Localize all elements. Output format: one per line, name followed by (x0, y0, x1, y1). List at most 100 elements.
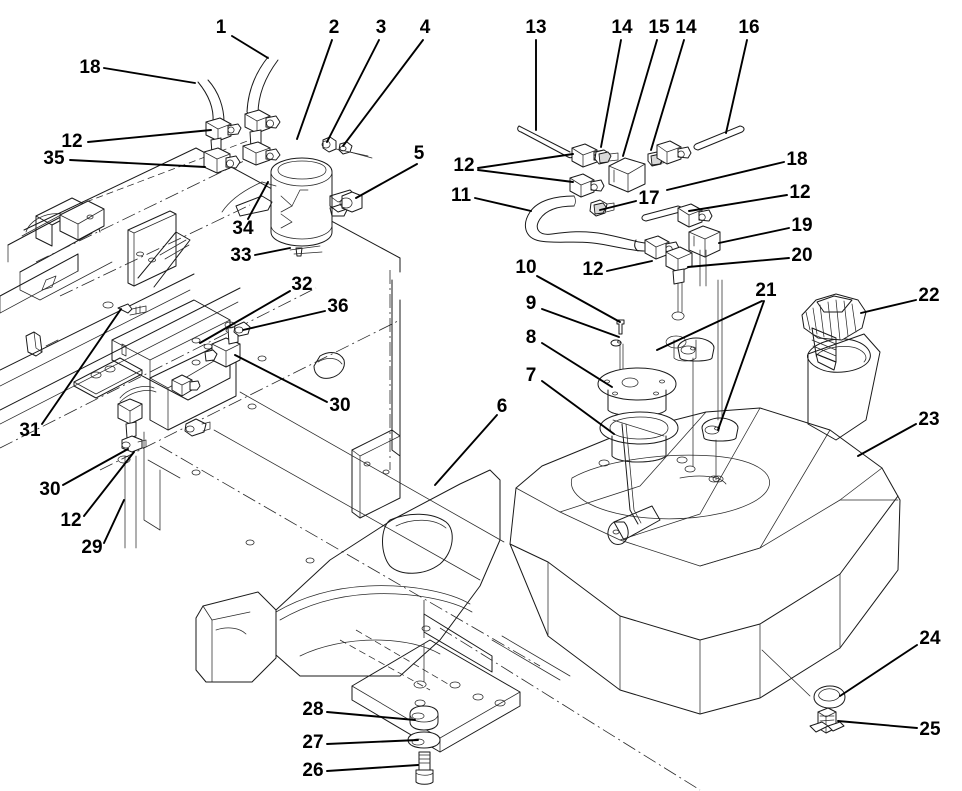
leader-line-20 (687, 257, 790, 268)
callout-number-15[interactable]: 15 (648, 17, 670, 38)
tank-grommet-clamp (761, 649, 846, 734)
callout-number-20[interactable]: 20 (791, 245, 812, 266)
leader-line-30 (234, 354, 328, 403)
leader-line-26 (326, 764, 419, 772)
leader-line-12 (477, 153, 574, 169)
callout-number-30[interactable]: 30 (329, 395, 350, 416)
callout-number-24[interactable]: 24 (919, 628, 941, 649)
leader-line-34 (247, 181, 269, 220)
leader-line-19 (718, 227, 790, 244)
callout-number-1[interactable]: 1 (216, 17, 227, 38)
callout-number-27[interactable]: 27 (302, 732, 323, 753)
callout-number-12[interactable]: 12 (453, 155, 474, 176)
leader-line-12 (83, 451, 135, 517)
callout-number-36[interactable]: 36 (327, 296, 348, 317)
leader-line-12 (688, 194, 788, 212)
leader-line-3 (326, 39, 380, 143)
callout-number-12[interactable]: 12 (789, 182, 810, 203)
callout-number-12[interactable]: 12 (60, 510, 81, 531)
grommet-parts-21 (677, 279, 739, 481)
callout-number-13[interactable]: 13 (525, 17, 546, 38)
leader-line-10 (536, 275, 621, 323)
leader-line-8 (541, 342, 613, 388)
callout-number-18[interactable]: 18 (79, 57, 100, 78)
fuel-hose-fittings-left (197, 56, 281, 174)
callout-number-4[interactable]: 4 (420, 17, 431, 38)
callout-number-10[interactable]: 10 (515, 257, 536, 278)
fuel-tank-cap (801, 293, 867, 371)
deck-mount-hardware (407, 643, 441, 785)
leader-line-32 (199, 290, 291, 344)
callout-number-3[interactable]: 3 (376, 17, 387, 38)
callout-number-33[interactable]: 33 (230, 245, 251, 266)
callout-number-2[interactable]: 2 (329, 17, 340, 38)
leader-line-14 (650, 39, 685, 151)
leader-line-16 (725, 39, 748, 134)
leader-line-7 (541, 380, 615, 435)
fuel-tank-body (509, 333, 901, 715)
callout-number-18[interactable]: 18 (786, 149, 807, 170)
leader-line-4 (342, 39, 424, 147)
callout-number-32[interactable]: 32 (291, 274, 312, 295)
leader-line-23 (857, 423, 917, 457)
leader-line-15 (622, 39, 658, 157)
mower-deck-shroud (195, 469, 701, 791)
leader-line-14 (600, 39, 622, 148)
callout-number-9[interactable]: 9 (526, 293, 537, 314)
callout-number-16[interactable]: 16 (738, 17, 759, 38)
leader-line-17 (599, 200, 637, 211)
callout-number-8[interactable]: 8 (526, 327, 537, 348)
callout-number-26[interactable]: 26 (302, 760, 323, 781)
callout-number-12[interactable]: 12 (61, 131, 82, 152)
callout-number-22[interactable]: 22 (918, 285, 939, 306)
callout-leader-lines (41, 35, 918, 772)
callout-number-21[interactable]: 21 (755, 280, 777, 301)
callout-number-12[interactable]: 12 (582, 259, 603, 280)
callout-number-34[interactable]: 34 (232, 218, 254, 239)
leader-line-c12b2 (477, 169, 574, 183)
fuel-pump-assembly (597, 319, 724, 525)
callout-number-5[interactable]: 5 (414, 143, 425, 164)
leader-line-25 (837, 720, 918, 729)
leader-line-33 (254, 247, 291, 256)
leader-line-31 (41, 308, 122, 425)
leader-line-18 (666, 161, 785, 191)
leader-line-1 (231, 35, 269, 59)
callout-number-29[interactable]: 29 (81, 537, 102, 558)
callout-number-23[interactable]: 23 (918, 409, 939, 430)
leader-line-12 (87, 129, 212, 143)
callout-number-31[interactable]: 31 (19, 420, 41, 441)
callout-number-17[interactable]: 17 (638, 188, 659, 209)
callout-number-35[interactable]: 35 (43, 148, 65, 169)
leader-line-9 (541, 308, 620, 338)
callout-number-14[interactable]: 14 (611, 17, 633, 38)
callout-number-28[interactable]: 28 (302, 699, 323, 720)
leader-line-27 (326, 739, 419, 745)
leader-line-36 (242, 310, 326, 331)
leader-line-18 (103, 67, 196, 84)
chassis-frame-assembly (0, 139, 541, 667)
callout-number-19[interactable]: 19 (791, 215, 812, 236)
lower-left-fittings (117, 303, 251, 549)
leader-line-5 (355, 163, 418, 199)
callout-number-6[interactable]: 6 (497, 396, 508, 417)
callout-number-11[interactable]: 11 (451, 185, 472, 206)
callout-number-30[interactable]: 30 (39, 479, 60, 500)
leader-line-21 (656, 300, 763, 351)
callout-number-25[interactable]: 25 (919, 719, 941, 740)
leader-line-28 (326, 711, 416, 721)
leader-line-11 (474, 197, 532, 212)
callout-number-7[interactable]: 7 (526, 365, 537, 386)
leader-line-6 (434, 414, 498, 486)
leader-line-24 (839, 644, 918, 697)
leader-line-29 (103, 499, 125, 544)
fuel-filter-canister (221, 136, 373, 257)
leader-line-2 (296, 39, 333, 140)
callout-number-14[interactable]: 14 (675, 17, 697, 38)
leader-line-35 (69, 159, 206, 168)
leader-line-c21b (717, 300, 765, 431)
leader-line-12 (606, 260, 653, 272)
